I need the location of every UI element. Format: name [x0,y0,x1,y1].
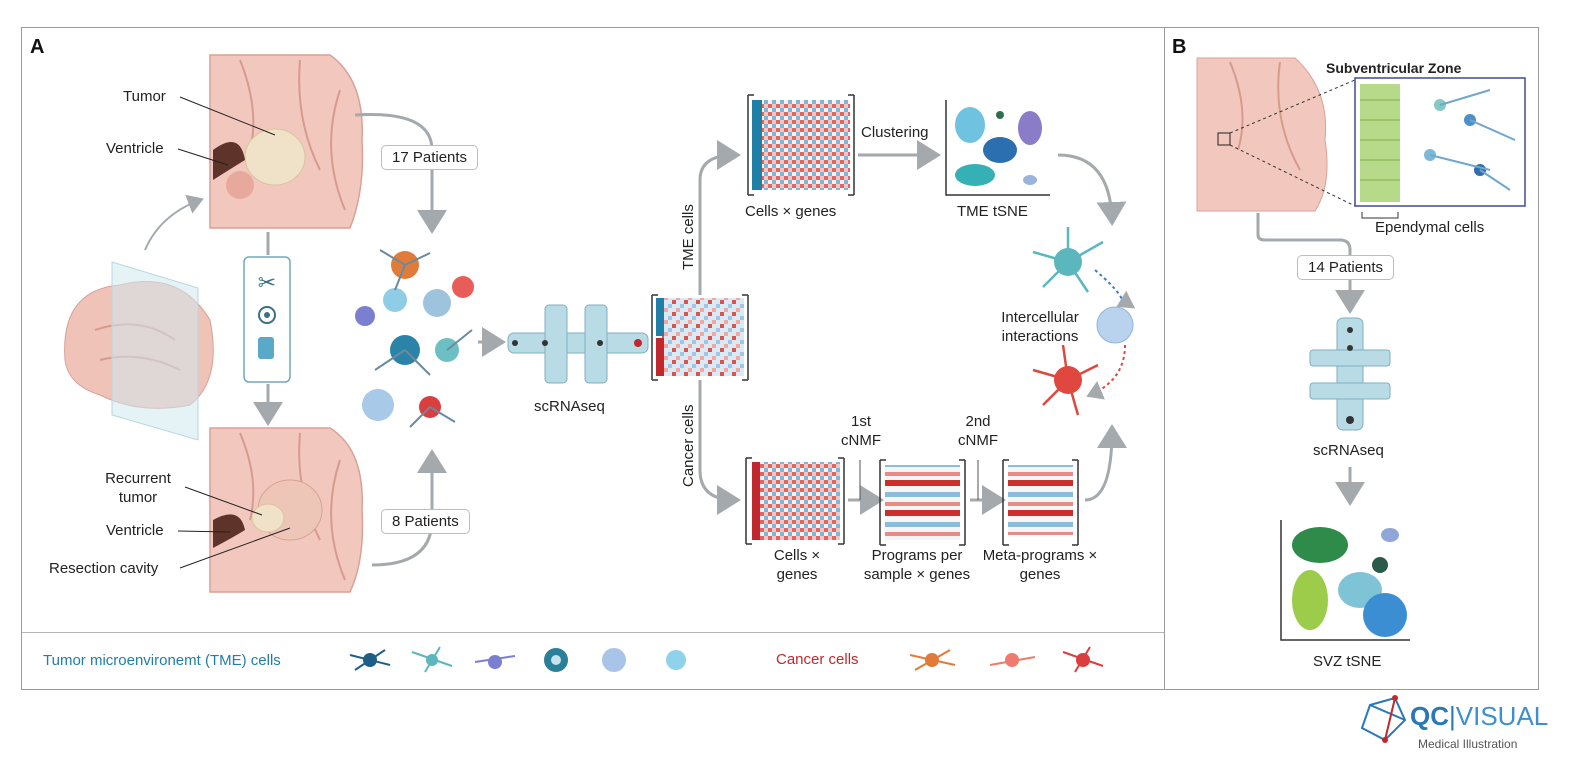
panel-b [1164,27,1539,690]
label-tme-tsne: TME tSNE [957,203,1028,220]
svz-inset [1354,77,1526,219]
legend-divider [22,632,1164,633]
panel-b-letter: B [1172,36,1187,58]
label-svz-tsne: SVZ tSNE [1313,653,1382,670]
programs-heatmap [879,459,966,546]
microfluidic-chip-a [507,304,649,384]
patients-badge-bottom: 8 Patients [381,509,470,534]
brain-slice-bottom [177,427,364,593]
logo-tagline: Medical Illustration [1418,737,1518,751]
label-tumor: Tumor [123,88,166,105]
tme-heatmap [747,94,855,196]
label-recurrent-tumor: Recurrent tumor [105,470,171,506]
whole-brain-illustration [64,194,214,441]
logo-brand-a: QC [1410,701,1449,731]
svg-text:✂: ✂ [258,270,276,295]
legend-cancer-icons [909,646,1104,673]
interacting-cells [1032,227,1136,416]
label-intercellular: Intercellular interactions [1001,309,1079,345]
label-first-cnmf: 1st cNMF [841,413,881,449]
patients-badge-svz: 14 Patients [1297,255,1395,280]
treatment-box: ✂ [243,256,291,383]
tme-tsne-plot [945,100,1050,196]
label-ventricle-bottom: Ventricle [106,522,164,539]
label-ependymal-cells: Ependymal cells [1375,219,1485,236]
brain-slice-svz [1196,57,1356,212]
legend-tme-icons [349,646,686,673]
label-cells-x-genes-top: Cells × genes [745,203,837,220]
logo-brand-b: VISUAL [1455,701,1549,731]
label-tme-cells: TME cells [680,204,697,270]
svz-tsne-plot [1280,520,1410,641]
label-scrnaseq-b: scRNAseq [1313,442,1384,459]
label-programs: Programs per sample × genes [863,547,971,583]
label-scrnaseq-a: scRNAseq [534,398,605,415]
meta-programs-heatmap [1002,459,1079,546]
label-clustering: Clustering [861,124,929,141]
label-ventricle-top: Ventricle [106,140,164,157]
main-heatmap [651,294,749,381]
legend-cancer-label: Cancer cells [776,651,859,668]
label-resection-cavity: Resection cavity [49,560,159,577]
label-meta-programs: Meta-programs × genes [982,547,1098,583]
patients-badge-top: 17 Patients [381,145,479,170]
label-cells-x-genes-bottom: Cells × genes [773,547,821,583]
panel-a-letter: A [30,36,45,58]
mixed-cell-cluster [355,249,474,428]
label-cancer-cells: Cancer cells [680,404,697,487]
label-second-cnmf: 2nd cNMF [958,413,998,449]
microfluidic-chip-b [1309,317,1391,431]
brain-slice-top [177,54,364,229]
qc-visual-logo-mark [1360,695,1407,743]
label-svz-title: Subventricular Zone [1326,60,1462,76]
legend-tme-label: Tumor microenvironemt (TME) cells [43,652,281,669]
cancer-heatmap [745,457,845,545]
logo-wordmark: QC|VISUAL [1410,701,1549,731]
